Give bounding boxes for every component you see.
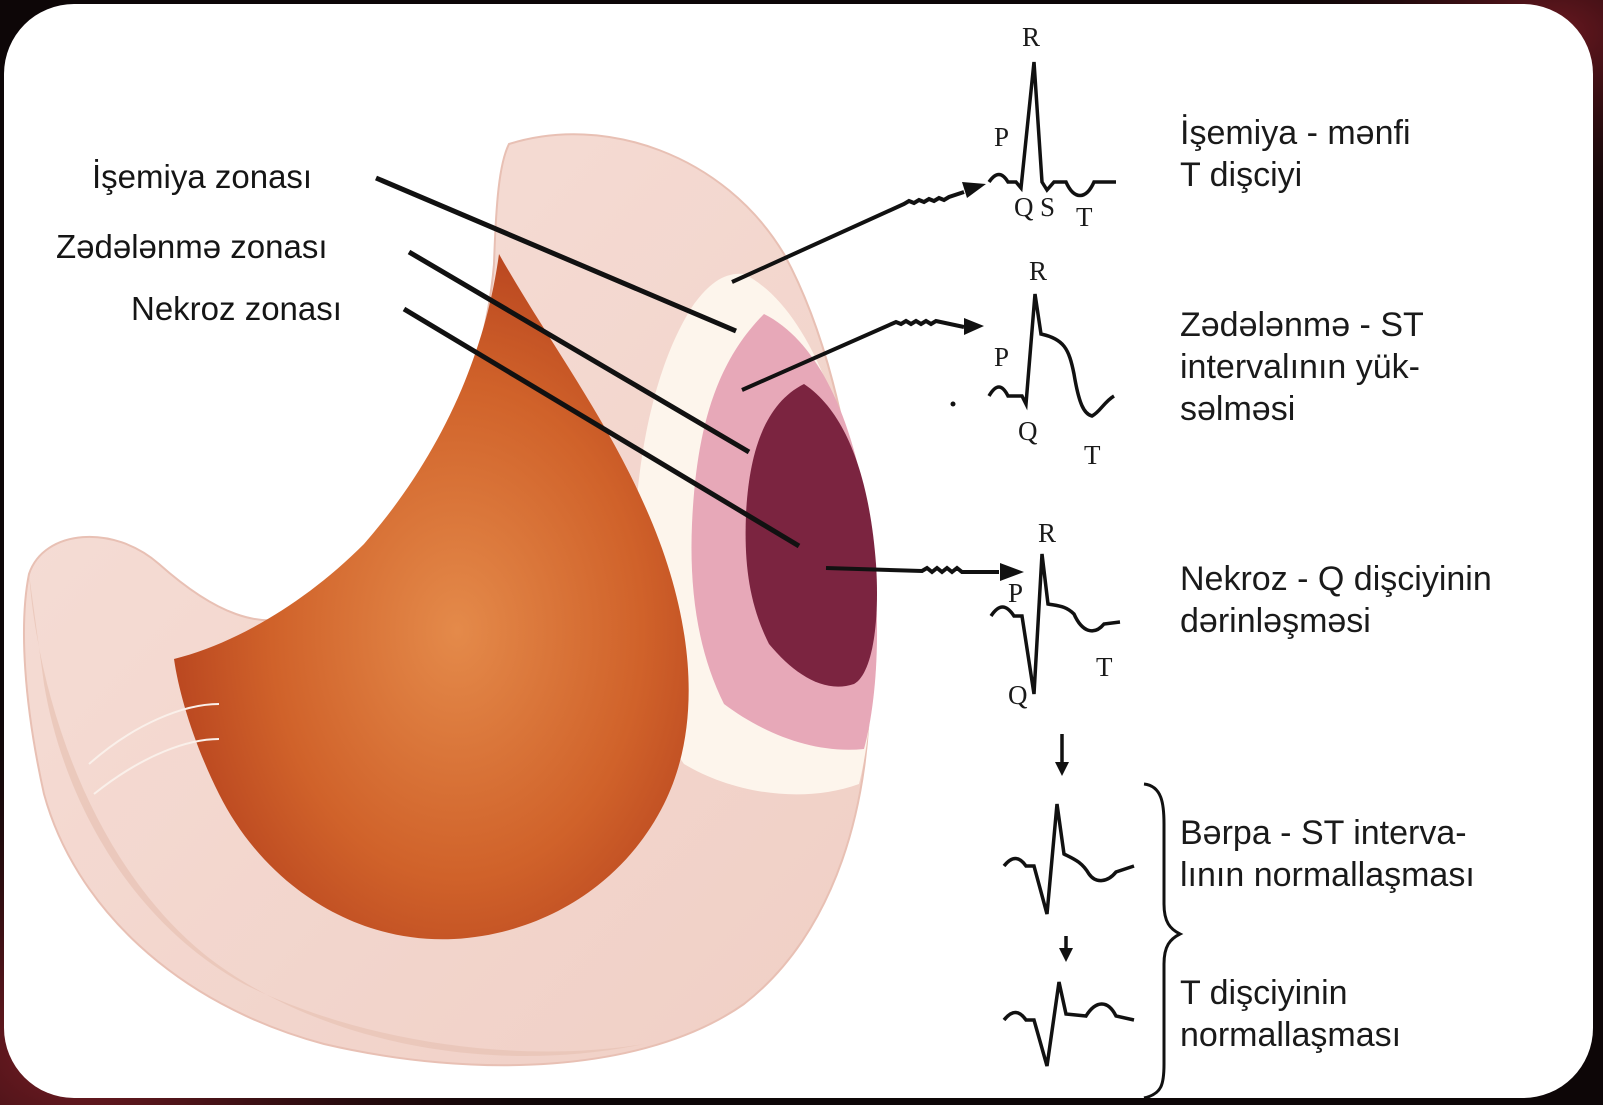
stage-recovery-line2: lının normallaşması [1180, 854, 1475, 896]
arrow-down-1-head [1055, 762, 1069, 776]
stage-necrosis-line2: dərinləşməsi [1180, 600, 1492, 642]
diagram-card: R P Q S T R P Q T R P Q T [4, 4, 1593, 1098]
ecg-necrosis: R P Q T [991, 518, 1120, 710]
stage-t-normal-text: T dişciyinin normallaşması [1180, 972, 1401, 1056]
ecg-ischemia: R P Q S T [989, 22, 1116, 232]
stage-ischemia-line1: İşemiya - mənfi [1180, 112, 1411, 154]
ecg3-q-label: Q [1008, 680, 1028, 710]
ecg3-r-label: R [1038, 518, 1056, 548]
ecg3-t-label: T [1096, 652, 1113, 682]
label-injury-zone: Zədələnmə zonası [56, 230, 328, 263]
ecg2-t-label: T [1084, 440, 1101, 470]
ecg1-p-label: P [994, 122, 1009, 152]
stage-t-normal-line1: T dişciyinin [1180, 972, 1401, 1014]
arrow-injury-head [964, 318, 984, 335]
arrow-down-2-head [1059, 948, 1073, 962]
stage-t-normal-line2: normallaşması [1180, 1014, 1401, 1056]
stage-recovery-line1: Bərpa - ST interva- [1180, 812, 1475, 854]
label-ischemia-zone: İşemiya zonası [92, 160, 312, 193]
stage-injury-line1: Zədələnmə - ST [1180, 304, 1424, 346]
stage-necrosis-line1: Nekroz - Q dişciyinin [1180, 558, 1492, 600]
ecg2-r-label: R [1029, 256, 1047, 286]
stage-recovery-text: Bərpa - ST interva- lının normallaşması [1180, 812, 1475, 896]
stage-necrosis-text: Nekroz - Q dişciyinin dərinləşməsi [1180, 558, 1492, 642]
ecg2-dot [951, 402, 956, 407]
ecg-recovery [1004, 804, 1134, 914]
arrow-ischemia-head [962, 182, 986, 198]
stage-bracket [1144, 784, 1180, 1098]
ecg2-p-label: P [994, 342, 1009, 372]
ecg-t-normal [1004, 982, 1134, 1066]
ecg1-s-label: S [1040, 192, 1055, 222]
ecg3-p-label: P [1008, 578, 1023, 608]
label-necrosis-zone: Nekroz zonası [131, 292, 342, 325]
ecg-injury: R P Q T [989, 256, 1114, 470]
stage-injury-line2: intervalının yük- [1180, 346, 1424, 388]
stage-ischemia-line2: T dişciyi [1180, 154, 1411, 196]
ecg2-q-label: Q [1018, 416, 1038, 446]
ecg1-r-label: R [1022, 22, 1040, 52]
ecg1-t-label: T [1076, 202, 1093, 232]
stage-ischemia-text: İşemiya - mənfi T dişciyi [1180, 112, 1411, 196]
stage-injury-line3: səlməsi [1180, 388, 1424, 430]
stage-injury-text: Zədələnmə - ST intervalının yük- səlməsi [1180, 304, 1424, 430]
ecg1-q-label: Q [1014, 192, 1034, 222]
